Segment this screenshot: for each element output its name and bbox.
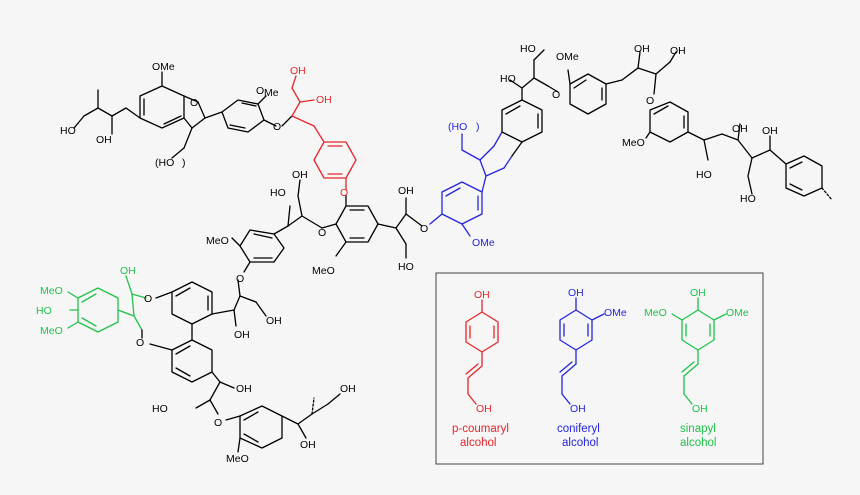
legend-frame: [435, 272, 764, 465]
legend-coumaryl-line1: p-coumaryl: [452, 423, 509, 435]
legend-sinapyl-line2: alcohol: [680, 437, 716, 449]
ring-o-label: O: [190, 97, 198, 109]
oh-label: OH: [96, 134, 112, 146]
bottom-guaiacyl-unit: MeO OH OH: [225, 383, 356, 465]
tr-ho-2: HO: [500, 73, 516, 85]
green-oh: OH: [120, 265, 136, 277]
tr-ho-1: HO: [520, 43, 536, 55]
ho-bracket-label: (HO: [155, 157, 174, 169]
bottom-o: O: [214, 417, 222, 429]
tr-oh-1: OH: [634, 43, 650, 55]
legend-coniferyl-oh-top: OH: [568, 287, 584, 299]
dioxocin-oh: OH: [234, 329, 250, 341]
close-paren-label: ): [182, 157, 186, 169]
tr-oh-2: OH: [670, 45, 686, 57]
central-oh-top: OH: [292, 169, 308, 181]
red-coumaryl-unit: OH OH O: [290, 65, 357, 199]
legend-coumaryl-line2: alcohol: [460, 437, 496, 449]
legend-sinapyl-oh-top: OH: [690, 287, 706, 299]
central-syringyl-unit: O MeO OH HO OH HO O MeO O: [206, 169, 428, 285]
legend-sinapyl-meo: MeO: [644, 307, 667, 319]
red-o: O: [340, 187, 348, 199]
dibenzodioxocin-unit: O O OH OH OH HO O: [136, 279, 282, 429]
top-left-dibenzofuran-unit: OMe Me O O O OH HO (HO ): [60, 61, 293, 169]
legend-sinapyl-ome: OMe: [726, 307, 749, 319]
monolignol-legend: OH OH p-coumaryl alcohol OH OMe OH conif…: [435, 272, 764, 465]
tr-meo: MeO: [622, 137, 645, 149]
legend-sinapyl-line1: sinapyl: [680, 423, 716, 435]
tr-ome: OMe: [556, 51, 579, 63]
tr-oh-4: OH: [762, 125, 778, 137]
blue-close-paren: ): [476, 121, 480, 133]
green-ho: HO: [36, 305, 52, 317]
legend-coniferyl-ome: OMe: [604, 307, 627, 319]
bottom-oh-3: OH: [340, 383, 356, 395]
central-ho: HO: [270, 187, 286, 199]
legend-coumaryl: OH OH p-coumaryl alcohol: [452, 289, 509, 449]
legend-sinapyl-oh-bottom: OH: [692, 403, 708, 415]
tr-oh-3: OH: [732, 123, 748, 135]
green-meo-bottom: MeO: [40, 325, 63, 337]
tr-ho-4: HO: [740, 193, 756, 205]
blue-ome: OMe: [472, 237, 495, 249]
central-o-right: O: [420, 223, 428, 235]
left-o: O: [236, 273, 244, 285]
left-meo: MeO: [206, 235, 229, 247]
green-meo-top: MeO: [40, 285, 63, 297]
tr-ho-3: HO: [696, 169, 712, 181]
ho-label: HO: [60, 125, 76, 137]
ome-o-label: O: [256, 85, 264, 97]
ether-o-label: O: [273, 121, 281, 133]
legend-coniferyl-oh-bottom: OH: [570, 403, 586, 415]
tr-o-1: O: [552, 89, 560, 101]
bottom-meo: MeO: [226, 453, 249, 465]
me-label: Me: [264, 87, 279, 99]
legend-coniferyl-line2: alcohol: [562, 437, 598, 449]
dioxocin-oh-2: OH: [266, 315, 282, 327]
dioxocin-o-top: O: [144, 293, 152, 305]
central-o-left: O: [318, 227, 326, 239]
bottom-ho: HO: [152, 403, 168, 415]
bottom-oh: OH: [236, 383, 252, 395]
bottom-oh-2: OH: [300, 439, 316, 451]
dioxocin-o-bottom: O: [136, 337, 144, 349]
top-right-unit: HO HO OMe O OH OH O MeO OH HO OH HO: [500, 43, 833, 205]
legend-sinapyl: OH MeO OMe OH sinapyl alcohol: [644, 287, 749, 449]
blue-coniferyl-unit: OMe (HO ): [429, 121, 513, 249]
central-meo: MeO: [312, 265, 335, 277]
central-ho-bottom: HO: [398, 261, 414, 273]
red-oh-side: OH: [316, 94, 332, 106]
legend-coumaryl-oh-bottom: OH: [476, 403, 492, 415]
red-oh-top: OH: [290, 65, 306, 77]
legend-coniferyl-line1: coniferyl: [557, 423, 600, 435]
legend-coniferyl: OH OMe OH coniferyl alcohol: [557, 287, 627, 449]
central-oh-right: OH: [398, 185, 414, 197]
green-sinapyl-unit: MeO HO MeO OH: [36, 265, 147, 337]
legend-coumaryl-oh-top: OH: [474, 289, 490, 301]
tr-o-2: O: [646, 95, 654, 107]
blue-ho-bracket: (HO: [448, 121, 467, 133]
ome-label: OMe: [152, 61, 175, 73]
